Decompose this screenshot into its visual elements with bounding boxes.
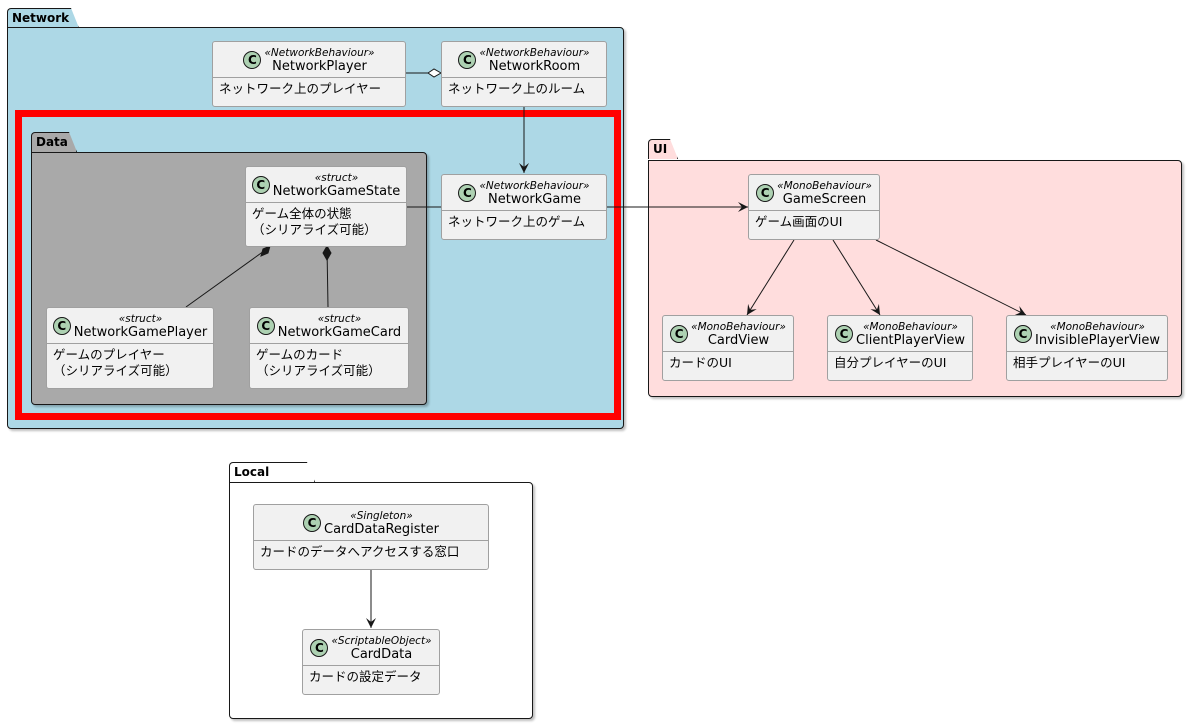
stereotype: «Singleton» — [350, 510, 413, 522]
class-description: ゲームのカード （シリアライズ可能） — [256, 347, 381, 378]
edge-screen-clientview — [832, 239, 881, 316]
class-icon: C — [52, 317, 71, 335]
class-header: C «NetworkBehaviour»NetworkPlayer — [213, 42, 405, 78]
stereotype: «MonoBehaviour» — [777, 180, 872, 192]
class-name: NetworkGameCard — [277, 325, 402, 340]
class-header: C «ScriptableObject»CardData — [303, 630, 439, 666]
class-description: カードのUI — [669, 355, 732, 370]
stereotype: «ScriptableObject» — [331, 635, 432, 647]
network-package-tab: Network — [7, 8, 79, 28]
class-name: NetworkGameState — [272, 184, 401, 199]
class-header: C «MonoBehaviour»GameScreen — [749, 175, 879, 211]
composition-diamond-card — [322, 244, 332, 262]
class-client-player-view[interactable]: C «MonoBehaviour»ClientPlayerView 自分プレイヤ… — [827, 315, 973, 381]
class-card-view[interactable]: C «MonoBehaviour»CardView カードのUI — [662, 315, 794, 381]
stereotype: «NetworkBehaviour» — [479, 47, 590, 59]
class-description: カードのデータへアクセスする窓口 — [260, 544, 460, 559]
class-icon: C — [458, 184, 477, 202]
class-header: C «MonoBehaviour»InvisiblePlayerView — [1007, 316, 1167, 352]
data-package-tab: Data — [31, 132, 77, 152]
class-description: ゲームのプレイヤー （シリアライズ可能） — [53, 347, 178, 378]
stereotype: «struct» — [118, 313, 163, 325]
class-network-game-player[interactable]: C «struct»NetworkGamePlayer ゲームのプレイヤー （シ… — [46, 307, 214, 389]
stereotype: «struct» — [314, 172, 359, 184]
class-name: CardView — [707, 333, 770, 348]
class-header: C «struct»NetworkGamePlayer — [47, 308, 213, 344]
class-icon: C — [256, 317, 275, 335]
stereotype: «MonoBehaviour» — [863, 321, 958, 333]
class-card-data[interactable]: C «ScriptableObject»CardData カードの設定データ — [302, 629, 440, 695]
stereotype: «NetworkBehaviour» — [264, 47, 375, 59]
class-name: GameScreen — [782, 192, 867, 207]
class-description: 自分プレイヤーのUI — [834, 355, 947, 370]
class-header: C «struct»NetworkGameState — [246, 167, 406, 203]
class-description: ネットワーク上のゲーム — [448, 214, 586, 229]
class-icon: C — [243, 51, 262, 69]
stereotype: «struct» — [317, 313, 362, 325]
class-header: C «MonoBehaviour»CardView — [663, 316, 793, 352]
class-description: ネットワーク上のルーム — [448, 81, 586, 96]
class-icon: C — [310, 639, 329, 657]
class-card-data-register[interactable]: C «Singleton»CardDataRegister カードのデータへアク… — [253, 504, 489, 570]
class-name: NetworkGamePlayer — [73, 325, 208, 340]
composition-diamond-player — [260, 245, 271, 257]
edge-state-player — [185, 250, 265, 308]
class-icon: C — [1014, 325, 1033, 343]
class-network-game-state[interactable]: C «struct»NetworkGameState ゲーム全体の状態 （シリア… — [245, 166, 407, 247]
class-invisible-player-view[interactable]: C «MonoBehaviour»InvisiblePlayerView 相手プ… — [1006, 315, 1168, 381]
edge-screen-cardview — [746, 239, 795, 316]
class-description: ネットワーク上のプレイヤー — [219, 81, 382, 96]
class-icon: C — [756, 184, 775, 202]
class-name: NetworkPlayer — [272, 59, 367, 74]
class-description: 相手プレイヤーのUI — [1013, 355, 1126, 370]
class-name: CardDataRegister — [324, 522, 439, 537]
stereotype: «MonoBehaviour» — [1050, 321, 1145, 333]
stereotype: «NetworkBehaviour» — [479, 180, 590, 192]
highlight-box — [15, 110, 621, 420]
class-name: NetworkRoom — [488, 59, 581, 74]
class-description: カードの設定データ — [309, 669, 422, 684]
class-network-game[interactable]: C «NetworkBehaviour»NetworkGame ネットワーク上の… — [441, 174, 607, 240]
class-icon: C — [835, 325, 854, 343]
aggregation-diamond — [427, 68, 443, 78]
class-icon: C — [251, 176, 270, 194]
class-header: C «NetworkBehaviour»NetworkRoom — [442, 42, 606, 78]
class-header: C «struct»NetworkGameCard — [250, 308, 408, 344]
edge-screen-invisibleview — [875, 239, 1027, 316]
class-network-room[interactable]: C «NetworkBehaviour»NetworkRoom ネットワーク上の… — [441, 41, 607, 107]
class-header: C «NetworkBehaviour»NetworkGame — [442, 175, 606, 211]
class-name: InvisiblePlayerView — [1035, 333, 1160, 348]
class-network-game-card[interactable]: C «struct»NetworkGameCard ゲームのカード （シリアライ… — [249, 307, 409, 389]
class-icon: C — [303, 514, 321, 532]
class-name: NetworkGame — [488, 192, 581, 207]
class-description: ゲーム画面のUI — [755, 214, 843, 229]
class-icon: C — [670, 325, 689, 343]
class-header: C «MonoBehaviour»ClientPlayerView — [828, 316, 972, 352]
class-icon: C — [458, 51, 477, 69]
class-description: ゲーム全体の状態 （シリアライズ可能） — [252, 206, 377, 237]
class-name: CardData — [350, 647, 413, 662]
stereotype: «MonoBehaviour» — [691, 321, 786, 333]
ui-package-tab: UI — [648, 139, 678, 159]
class-network-player[interactable]: C «NetworkBehaviour»NetworkPlayer ネットワーク… — [212, 41, 406, 107]
class-header: C «Singleton»CardDataRegister — [254, 505, 488, 541]
class-game-screen[interactable]: C «MonoBehaviour»GameScreen ゲーム画面のUI — [748, 174, 880, 240]
class-name: ClientPlayerView — [856, 333, 965, 348]
